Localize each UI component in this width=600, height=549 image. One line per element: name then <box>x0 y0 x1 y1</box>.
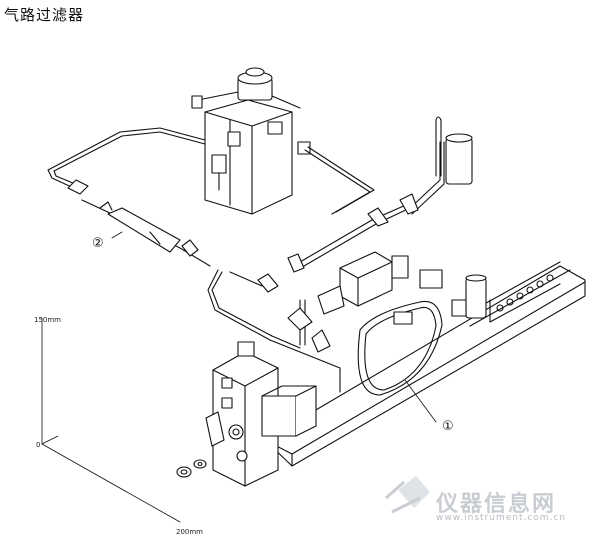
axis-label-width: 200mm <box>176 528 203 536</box>
loose-nuts <box>176 459 207 478</box>
base-rail <box>264 261 586 467</box>
top-filter-unit <box>191 67 311 215</box>
watermark-logo-icon <box>385 476 430 514</box>
dimension-axes <box>41 317 181 523</box>
front-housing <box>205 341 317 487</box>
fittings <box>257 193 419 293</box>
small-canister <box>451 274 487 319</box>
callout-2-label: ② <box>92 236 104 251</box>
watermark-url: www.instrument.com.cn <box>436 513 567 523</box>
tubing-coil-1 <box>357 300 443 396</box>
right-filter-canister <box>435 116 473 185</box>
inline-filter-2 <box>67 179 199 257</box>
center-valve <box>287 251 443 353</box>
watermark-text: 仪器信息网 <box>436 492 557 517</box>
axis-label-zero: 0 <box>36 441 40 449</box>
axis-label-height: 150mm <box>34 316 61 324</box>
page-title: 气路过滤器 <box>4 6 85 24</box>
callout-1-label: ① <box>442 419 454 434</box>
leader-lines <box>111 231 437 423</box>
